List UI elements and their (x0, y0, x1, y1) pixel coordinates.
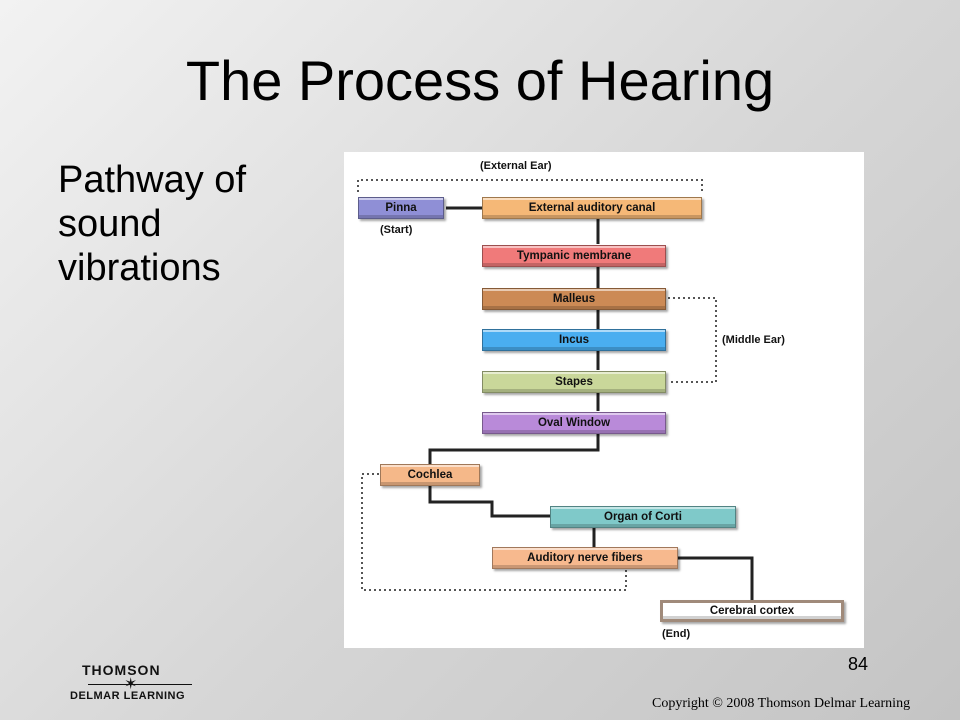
star-icon: ✶ (124, 676, 138, 693)
node-external-auditory-canal: External auditory canal (482, 197, 702, 219)
slide-title: The Process of Hearing (185, 49, 775, 112)
connector-cochlea-corti (428, 486, 550, 518)
node-cochlea: Cochlea (380, 464, 480, 486)
logo-rule (88, 684, 192, 685)
thomson-delmar-logo: THOMSON ✶ DELMAR LEARNING (68, 662, 228, 710)
logo-line-2: DELMAR LEARNING (70, 690, 186, 702)
logo-line-1: THOMSON (82, 662, 161, 678)
copyright-text: Copyright © 2008 Thomson Delmar Learning (652, 696, 911, 711)
node-incus: Incus (482, 329, 666, 351)
node-organ-of-corti: Organ of Corti (550, 506, 736, 528)
cochlear-loop (361, 473, 627, 591)
middle-ear-bracket (668, 297, 717, 383)
bullet-line-3: vibrations (58, 247, 221, 289)
bullet-text: Pathway of sound vibrations (58, 158, 308, 290)
node-stapes: Stapes (482, 371, 666, 393)
page-number: 84 (848, 654, 869, 674)
node-pinna: Pinna (358, 197, 444, 219)
bullet-line-1: Pathway of (58, 159, 246, 201)
diagram-connectors (357, 179, 754, 602)
node-malleus: Malleus (482, 288, 666, 310)
node-auditory-nerve-fibers: Auditory nerve fibers (492, 547, 678, 569)
external-ear-bracket (357, 179, 703, 192)
hearing-pathway-diagram: (External Ear) (Start) (Middle Ear) (End… (344, 152, 864, 648)
node-cerebral-cortex: Cerebral cortex (660, 600, 844, 622)
end-label: (End) (662, 628, 691, 640)
bullet-line-2: sound (58, 203, 162, 245)
node-oval-window: Oval Window (482, 412, 666, 434)
node-tympanic-membrane: Tympanic membrane (482, 245, 666, 267)
external-ear-label: (External Ear) (480, 160, 552, 172)
connector-nerve-cortex (678, 556, 754, 602)
middle-ear-label: (Middle Ear) (722, 334, 785, 346)
connector-oval-cochlea (428, 433, 600, 464)
start-label: (Start) (380, 224, 413, 236)
